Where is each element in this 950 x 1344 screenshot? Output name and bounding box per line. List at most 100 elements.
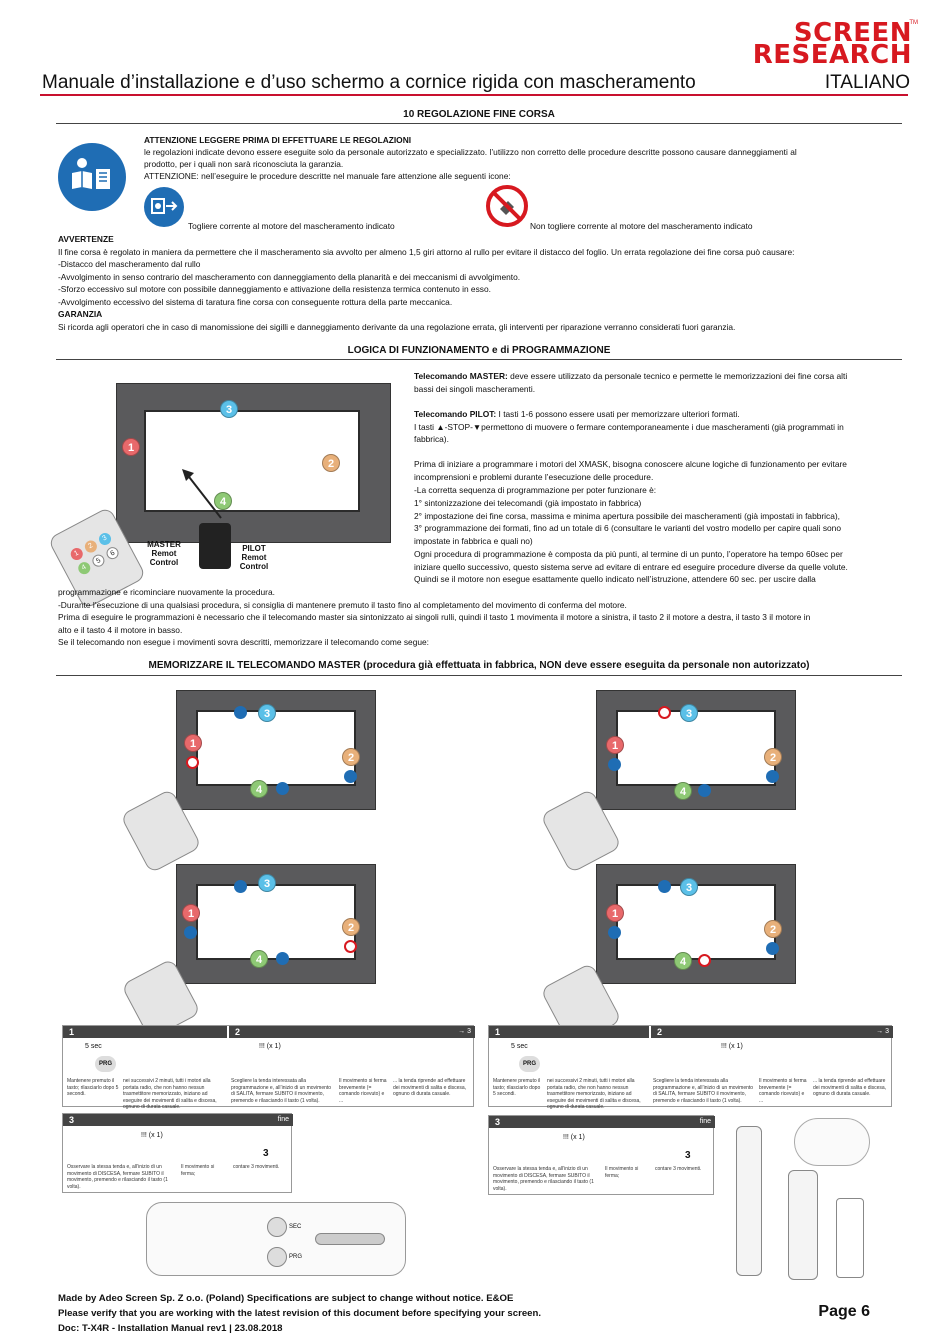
step-fine-label: fine [699, 1118, 711, 1125]
press-once-label: !!! (x 1) [259, 1043, 281, 1050]
pilot-text-line-3: fabbrica). [414, 434, 449, 444]
footer-line-1: Made by Adeo Screen Sp. Z o.o. (Poland) … [58, 1293, 514, 1304]
step-2-note-b: Il movimento si ferma brevemente (= coma… [339, 1078, 387, 1104]
step-3-note-b: Il movimento si ferma; [605, 1166, 639, 1179]
step-fine-label: fine [277, 1116, 289, 1123]
read-manual-icon [58, 143, 126, 211]
screen-figure-main: 3 1 2 4 1 2 3 4 5 6 MASTER Remot Control… [47, 378, 396, 610]
press-once-label: !!! (x 1) [141, 1132, 163, 1139]
step-1-note-b: nei successivi 2 minuti, tutti i motori … [123, 1078, 217, 1110]
step-arrow-3: → 3 [876, 1028, 889, 1035]
step-2-number: 2 [657, 1027, 663, 1037]
section-divider [56, 359, 902, 360]
remote-key-5: 5 [90, 552, 107, 569]
unplug-mini-icon [344, 770, 357, 783]
step-3-number: 3 [69, 1115, 75, 1125]
pilot-label: Telecomando PILOT: [414, 409, 497, 419]
unplug-mini-icon [658, 880, 671, 893]
logic-paragraph-line: 2° impostazione dei fine corsa, massima … [414, 511, 841, 521]
no-unplug-mini-icon [186, 756, 199, 769]
header-divider [40, 94, 908, 96]
motor-3-badge: 3 [258, 874, 276, 892]
prg-button [267, 1247, 287, 1267]
remote-battery-compartment: SEC PRG [146, 1202, 406, 1276]
count-3-label: 3 [263, 1148, 269, 1159]
logo-line-2: RESEARCH [752, 40, 912, 70]
count-3-label: 3 [685, 1150, 691, 1161]
step-3-number: 3 [495, 1117, 501, 1127]
logic-paragraph-line: impostate in fabbrica e quali no) [414, 536, 533, 546]
logic-full-line: Prima di eseguire le programmazioni è ne… [58, 612, 811, 622]
motor-2-badge: 2 [764, 748, 782, 766]
attention-title: ATTENZIONE LEGGERE PRIMA DI EFFETTUARE L… [144, 135, 412, 145]
warning-line: -Sforzo eccessivo sul motore con possibi… [58, 284, 491, 294]
motor-2-badge: 2 [342, 748, 360, 766]
warning-line: -Avvolgimento eccessivo del sistema di t… [58, 297, 453, 307]
logic-full-line: alto e il tasto 4 il motore in basso. [58, 625, 183, 635]
unplug-mini-icon [608, 926, 621, 939]
pointer-arrow-icon [182, 469, 222, 519]
step-3-header: 3 fine [489, 1116, 715, 1128]
section-divider [56, 123, 902, 124]
footer-line-3: Doc: T-X4R - Installation Manual rev1 | … [58, 1323, 283, 1334]
warranty-title: GARANZIA [58, 309, 103, 319]
unplug-mini-icon [698, 784, 711, 797]
logic-paragraph-line: Quindi se il motore non esegue esattamen… [414, 574, 816, 584]
brand-logo: SCREEN RESEARCH TM [696, 20, 918, 70]
prg-button: PRG [95, 1056, 117, 1073]
step-2-number: 2 [235, 1027, 241, 1037]
motor-4-badge: 4 [674, 952, 692, 970]
attention-line-1: le regolazioni indicate devono essere es… [144, 147, 797, 157]
pilot-text: I tasti 1-6 possono essere usati per mem… [496, 409, 740, 419]
step-2-note: Scegliere la tenda interessata alla prog… [231, 1078, 332, 1104]
remote-key-3: 3 [96, 530, 114, 548]
section-title-logica: LOGICA DI FUNZIONAMENTO e di PROGRAMMAZI… [347, 345, 611, 356]
attention-line-3: ATTENZIONE: nell’eseguire le procedure d… [144, 171, 511, 181]
unplug-mini-icon [234, 880, 247, 893]
screen-figure-motor-3: 3 1 2 4 [539, 686, 810, 874]
unplug-mini-icon [608, 758, 621, 771]
motor-1-badge: 1 [606, 904, 624, 922]
prg-button: PRG [519, 1056, 541, 1073]
master-label: Telecomando MASTER: [414, 371, 508, 381]
no-unplug-mini-icon [658, 706, 671, 719]
battery-cover [836, 1198, 864, 1278]
sec-button [267, 1217, 287, 1237]
pilot-remote [199, 523, 231, 569]
logic-paragraph-line: 1° sintonizzazione dei telecomandi (già … [414, 498, 642, 508]
press-once-label: !!! (x 1) [721, 1043, 743, 1050]
press-once-label: !!! (x 1) [563, 1134, 585, 1141]
step-panel-1-2-left: 1 2→ 3 5 sec PRG !!! (x 1) Mantenere pre… [62, 1025, 475, 1110]
warranty-text: Si ricorda agli operatori che in caso di… [58, 322, 736, 332]
pilot-remote-label: PILOT Remot Control [239, 544, 269, 571]
motor-3-badge: 3 [680, 878, 698, 896]
motor-4-badge: 4 [250, 950, 268, 968]
page-number: Page 6 [818, 1303, 870, 1320]
no-unplug-mini-icon [344, 940, 357, 953]
do-not-unplug-icon [486, 185, 528, 227]
logic-paragraph-line: iniziare quello successivo, questo siste… [414, 562, 848, 572]
step-1-header: 1 [63, 1026, 227, 1038]
logic-full-line: -Durante l’esecuzione di una qualsiasi p… [58, 600, 627, 610]
step-1-note-b: nei successivi 2 minuti, tutti i motori … [547, 1078, 641, 1110]
motor-4-badge: 4 [250, 780, 268, 798]
remote-key-1: 1 [68, 545, 85, 563]
attention-line-2: prodotto, per i quali non sarà riconosci… [144, 159, 344, 169]
unplug-mini-icon [276, 952, 289, 965]
step-2-header: 2→ 3 [229, 1026, 475, 1038]
motor-2-badge: 2 [322, 454, 340, 472]
timer-5sec: 5 sec [85, 1043, 102, 1050]
warnings-title: AVVERTENZE [58, 234, 114, 244]
motor-1-badge: 1 [122, 438, 140, 456]
remote-key-2: 2 [82, 538, 100, 555]
motor-3-badge: 3 [220, 400, 238, 418]
remote-battery-illustration [730, 1118, 880, 1288]
pilot-text-line-2: I tasti ▲-STOP-▼permettono di muovere o … [414, 422, 844, 432]
step-2-note-b: Il movimento si ferma brevemente (= coma… [759, 1078, 807, 1104]
remote-key-4: 4 [76, 560, 93, 577]
motor-4-badge: 4 [674, 782, 692, 800]
warning-line: Il fine corsa è regolato in maniera da p… [58, 247, 795, 257]
master-text: deve essere utilizzato da personale tecn… [507, 371, 848, 381]
